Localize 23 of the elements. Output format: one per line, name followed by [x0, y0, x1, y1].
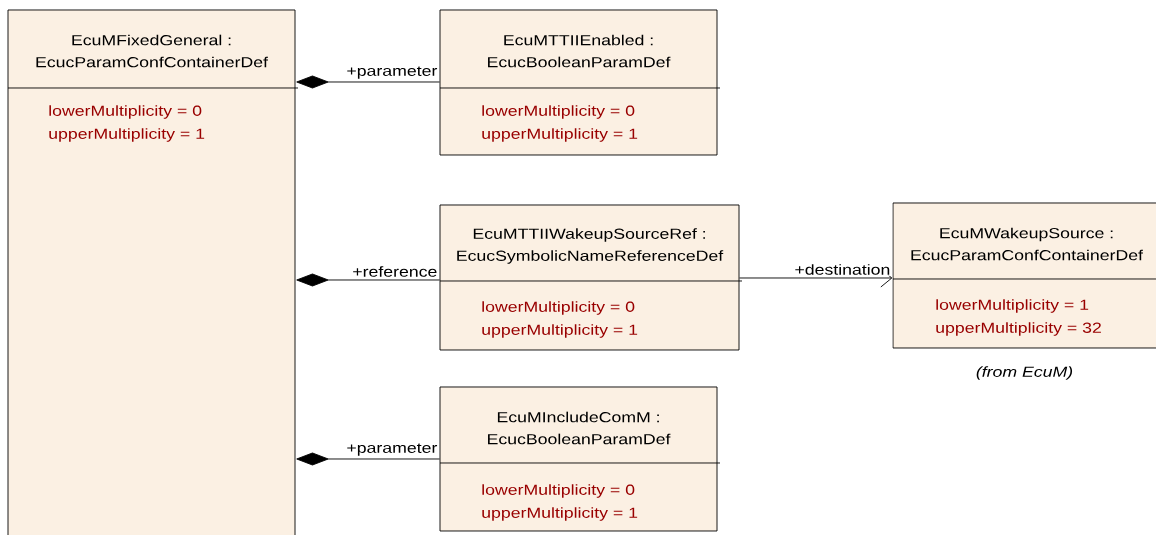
connector [296, 75, 440, 89]
object-name: EcuMFixedGeneral : EcucParamConfContainerDef [36, 34, 268, 68]
connector [296, 273, 440, 287]
attribute-text: upperMultiplicity = 1 [482, 324, 638, 338]
attribute-text: upperMultiplicity = 1 [49, 128, 205, 142]
attribute-text: lowerMultiplicity = 0 [49, 105, 202, 119]
package-note: (from EcuM) [976, 366, 1073, 380]
edge-label: +reference [353, 266, 437, 277]
object-name: EcuMWakeupSource : EcucParamConfContainerDef [911, 227, 1143, 261]
attribute-text: lowerMultiplicity = 0 [482, 301, 635, 315]
object-name: EcuMIncludeComM : EcucBooleanParamDef [488, 411, 671, 445]
connector [296, 452, 440, 466]
attribute-text: upperMultiplicity = 32 [936, 322, 1101, 336]
attribute-text: lowerMultiplicity = 0 [482, 484, 635, 498]
attribute-text: upperMultiplicity = 1 [482, 128, 638, 142]
attribute-text: lowerMultiplicity = 0 [482, 105, 635, 119]
edge-label: +parameter [347, 66, 438, 79]
attribute-text: upperMultiplicity = 1 [482, 507, 638, 521]
edge-label: +parameter [347, 443, 438, 456]
object-name: EcuMTTIIWakeupSourceRef : EcucSymbolicNameReferenceDef [457, 228, 724, 264]
edge-label: +destination [795, 264, 890, 275]
object-name: EcuMTTIIEnabled : EcucBooleanParamDef [488, 34, 671, 68]
attribute-text: lowerMultiplicity = 1 [936, 299, 1089, 313]
